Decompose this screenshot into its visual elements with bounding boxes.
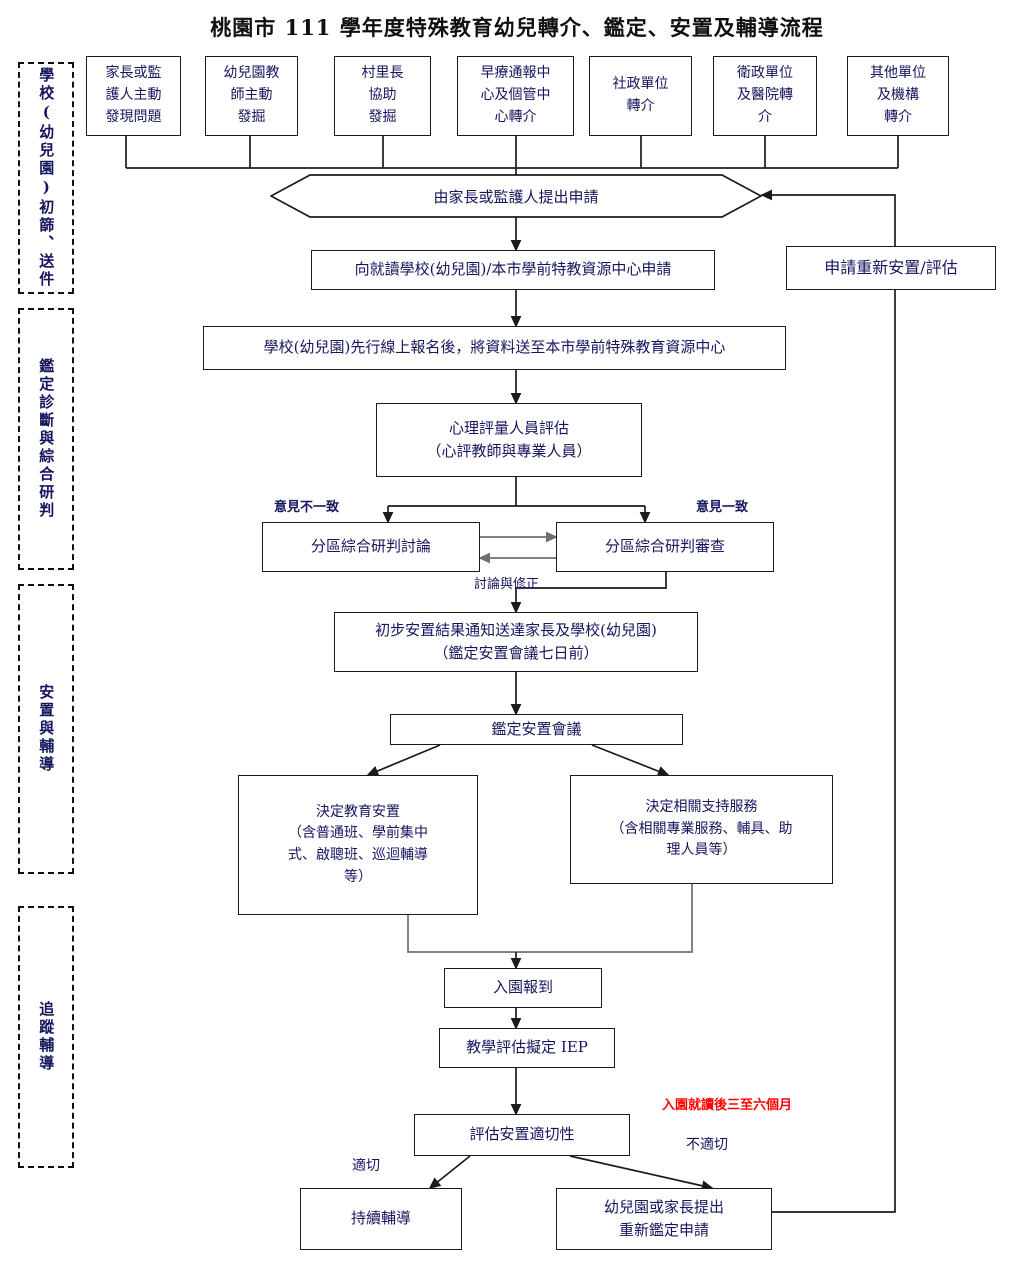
node-line: 初步安置結果通知送達家長及學校(幼兒園) xyxy=(375,620,657,639)
node-line: 向就讀學校(幼兒園)/本市學前特教資源中心申請 xyxy=(354,260,672,279)
node-continue-guidance[interactable]: 持續輔導 xyxy=(300,1188,462,1250)
node-line: 重新鑑定申請 xyxy=(618,1221,709,1239)
node-line: 分區綜合研判審查 xyxy=(604,537,725,556)
edge-label-agree: 意見一致 xyxy=(696,500,749,515)
source-line: 家長或監 xyxy=(105,65,162,82)
decision-apply-by-guardian[interactable]: 由家長或監護人提出申請 xyxy=(270,174,762,218)
node-line: 評估安置適切性 xyxy=(469,1125,575,1144)
node-line: 等） xyxy=(344,868,372,885)
source-line: 心及個管中 xyxy=(480,87,551,104)
edge-label-revise: 討論與修正 xyxy=(474,577,540,592)
source-box-social-affairs[interactable]: 社政單位 轉介 xyxy=(589,56,692,136)
source-line: 轉介 xyxy=(626,98,655,114)
node-reapply-identification[interactable]: 幼兒園或家長提出 重新鑑定申請 xyxy=(556,1188,772,1250)
node-apply-to-school[interactable]: 向就讀學校(幼兒園)/本市學前特教資源中心申請 xyxy=(311,250,715,290)
edge-label-suitable: 適切 xyxy=(352,1158,380,1174)
source-line: 衛政單位 xyxy=(737,65,793,82)
source-line: 發現問題 xyxy=(105,108,162,125)
stage-bracket-4: 追蹤輔導 xyxy=(18,906,74,1168)
node-line: 心理評量人員評估 xyxy=(448,418,569,437)
node-line: （心評教師與專業人員） xyxy=(426,442,592,460)
node-line: 幼兒園或家長提出 xyxy=(603,1197,724,1216)
edge-label-unsuitable: 不適切 xyxy=(686,1137,728,1153)
node-line: 分區綜合研判討論 xyxy=(310,537,431,556)
page-title: 桃園市 111 學年度特殊教育幼兒轉介、鑑定、安置及輔導流程 xyxy=(210,15,824,40)
node-enrollment-report[interactable]: 入園報到 xyxy=(444,968,602,1008)
source-line: 心轉介 xyxy=(494,108,537,125)
source-line: 護人主動 xyxy=(105,87,162,104)
node-teaching-assessment-iep[interactable]: 教學評估擬定 IEP xyxy=(439,1028,615,1068)
node-line: 學校(幼兒園)先行線上報名後，將資料送至本市學前特殊教育資源中心 xyxy=(263,338,726,357)
node-evaluate-placement-suitability[interactable]: 評估安置適切性 xyxy=(414,1114,630,1156)
hexagon-shape xyxy=(270,174,762,218)
node-line: 決定相關支持服務 xyxy=(645,798,758,815)
source-box-teacher[interactable]: 幼兒園教 師主動 發掘 xyxy=(205,56,298,136)
stage-bracket-1: 學校(幼兒園)初篩、送件 xyxy=(18,62,74,294)
node-line: 決定教育安置 xyxy=(316,803,400,820)
source-line: 介 xyxy=(758,108,772,125)
node-line: 申請重新安置/評估 xyxy=(824,257,958,277)
node-online-registration[interactable]: 學校(幼兒園)先行線上報名後，將資料送至本市學前特殊教育資源中心 xyxy=(203,326,786,370)
source-box-early-intervention[interactable]: 早療通報中 心及個管中 心轉介 xyxy=(457,56,574,136)
source-line: 早療通報中 xyxy=(480,65,551,82)
stage-label-4: 追蹤輔導 xyxy=(37,1001,56,1073)
node-district-discussion[interactable]: 分區綜合研判討論 xyxy=(262,522,480,572)
source-box-other-agency[interactable]: 其他單位 及機構 轉介 xyxy=(847,56,949,136)
source-line: 村里長 xyxy=(361,65,404,82)
source-line: 協助 xyxy=(368,87,397,104)
node-line: （含普通班、學前集中 xyxy=(288,825,428,842)
node-line: 理人員等） xyxy=(666,842,737,859)
source-line: 發掘 xyxy=(237,108,266,125)
source-line: 及機構 xyxy=(877,87,919,104)
node-decide-support-services[interactable]: 決定相關支持服務 （含相關專業服務、輔具、助 理人員等） xyxy=(570,775,833,884)
node-line: （含相關專業服務、輔具、助 xyxy=(610,820,793,837)
source-line: 師主動 xyxy=(230,87,273,104)
node-line: 式、啟聰班、巡迴輔導 xyxy=(288,847,428,863)
source-line: 社政單位 xyxy=(612,76,669,93)
source-line: 幼兒園教 xyxy=(223,65,280,82)
source-box-parent[interactable]: 家長或監 護人主動 發現問題 xyxy=(86,56,181,136)
source-line: 其他單位 xyxy=(870,65,926,82)
node-line: 教學評估擬定 IEP xyxy=(466,1038,588,1057)
edge-label-disagree: 意見不一致 xyxy=(274,500,340,515)
node-psychological-assessment[interactable]: 心理評量人員評估 （心評教師與專業人員） xyxy=(376,403,642,477)
stage-label-1: 學校(幼兒園)初篩、送件 xyxy=(37,67,56,289)
source-box-health-hospital[interactable]: 衛政單位 及醫院轉 介 xyxy=(713,56,817,136)
node-preliminary-notification[interactable]: 初步安置結果通知送達家長及學校(幼兒園) （鑑定安置會議七日前） xyxy=(334,612,698,672)
edge-label-timeframe: 入園就讀後三至六個月 xyxy=(662,1098,793,1113)
node-district-review[interactable]: 分區綜合研判審查 xyxy=(556,522,774,572)
stage-bracket-3: 安置與輔導 xyxy=(18,584,74,874)
node-decide-educational-placement[interactable]: 決定教育安置 （含普通班、學前集中 式、啟聰班、巡迴輔導 等） xyxy=(238,775,478,915)
node-placement-meeting[interactable]: 鑑定安置會議 xyxy=(390,714,683,745)
node-line: 入園報到 xyxy=(492,978,553,997)
decision-label: 由家長或監護人提出申請 xyxy=(433,187,599,206)
node-line: （鑑定安置會議七日前） xyxy=(433,644,599,662)
source-line: 轉介 xyxy=(884,108,912,125)
source-line: 及醫院轉 xyxy=(737,87,793,104)
source-line: 發掘 xyxy=(368,108,397,125)
stage-bracket-2: 鑑定診斷與綜合研判 xyxy=(18,308,74,570)
stage-label-2: 鑑定診斷與綜合研判 xyxy=(37,358,56,520)
source-box-village[interactable]: 村里長 協助 發掘 xyxy=(334,56,431,136)
node-line: 持續輔導 xyxy=(350,1209,411,1228)
node-request-reassessment[interactable]: 申請重新安置/評估 xyxy=(786,246,996,290)
node-line: 鑑定安置會議 xyxy=(491,719,582,738)
stage-label-3: 安置與輔導 xyxy=(37,684,56,774)
